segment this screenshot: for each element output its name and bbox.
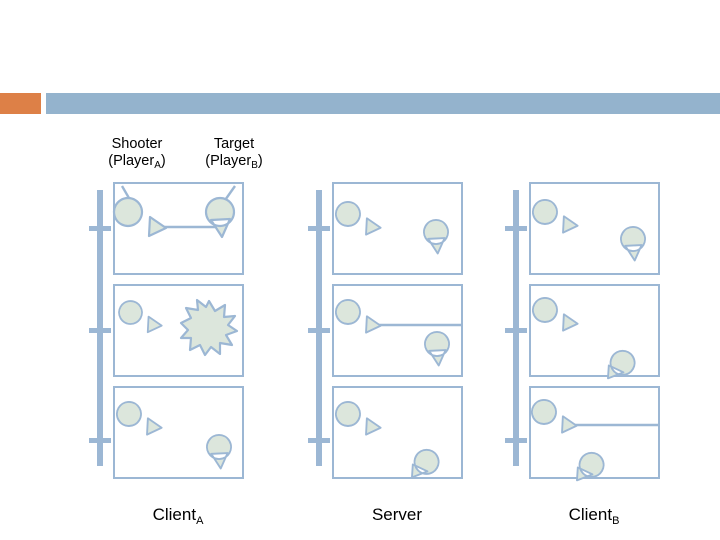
footer-label-server: Server [327, 505, 467, 525]
panel-client-a-t2 [113, 284, 244, 377]
title-target-suffix: ) [257, 153, 263, 169]
title-shooter: Shooter (PlayerA) [91, 136, 183, 171]
panel-server-t2 [332, 284, 463, 377]
timeline-tick-server-1 [308, 226, 330, 231]
panel-client-a-t1 [113, 182, 244, 275]
title-target-prefix: (Player [205, 153, 252, 169]
panel-client-a-t3 [113, 386, 244, 479]
panel-client-b-t1 [529, 182, 660, 275]
footer-label-client-b-text: Client [568, 505, 613, 524]
timeline-tick-server-3 [308, 438, 330, 443]
title-target-line2: (PlayerB) [188, 153, 280, 171]
timeline-tick-client-a-2 [89, 328, 111, 333]
panel-server-t3 [332, 386, 463, 479]
panel-client-b-t3 [529, 386, 660, 479]
title-shooter-prefix: (Player [108, 153, 155, 169]
title-target: Target (PlayerB) [188, 136, 280, 171]
title-target-line1: Target [213, 136, 255, 152]
footer-label-client-b: ClientB [524, 505, 664, 527]
title-target-subscript: B [251, 160, 258, 171]
timeline-tick-server-2 [308, 328, 330, 333]
panel-client-b-t2 [529, 284, 660, 377]
footer-label-server-text: Server [371, 505, 423, 524]
timeline-tick-client-a-1 [89, 226, 111, 231]
header-bar [46, 93, 720, 114]
timeline-tick-client-a-3 [89, 438, 111, 443]
title-shooter-subscript: A [154, 160, 161, 171]
panel-server-t1 [332, 182, 463, 275]
title-shooter-line1: Shooter [111, 136, 163, 152]
timeline-tick-client-b-1 [505, 226, 527, 231]
footer-label-client-b-subscript: B [612, 515, 620, 527]
title-shooter-line2: (PlayerA) [91, 153, 183, 171]
footer-label-client-a-text: Client [152, 505, 197, 524]
footer-label-client-a-subscript: A [196, 515, 204, 527]
header-accent-block [0, 93, 41, 114]
footer-label-client-a: ClientA [108, 505, 248, 527]
title-shooter-suffix: ) [160, 153, 166, 169]
timeline-tick-client-b-2 [505, 328, 527, 333]
timeline-tick-client-b-3 [505, 438, 527, 443]
